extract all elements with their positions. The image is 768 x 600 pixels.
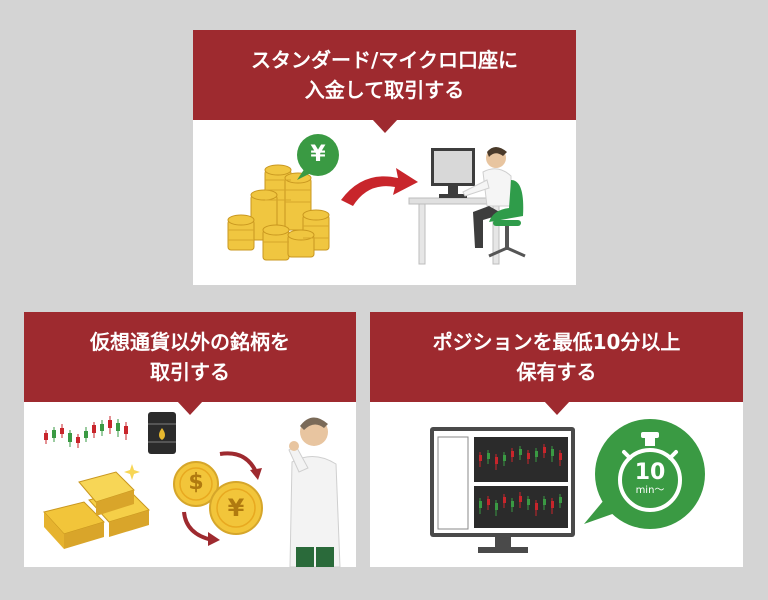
panel-title-line2: 取引する bbox=[150, 360, 230, 384]
gold-bars-icon bbox=[43, 464, 150, 549]
coin-stacks-icon bbox=[227, 164, 330, 261]
panel-header: 仮想通貨以外の銘柄を 取引する bbox=[24, 312, 356, 402]
dollar-coin-label: $ bbox=[188, 470, 204, 495]
panel-hold-position: ポジションを最低10分以上 保有する bbox=[370, 312, 743, 567]
timer-bubble-icon bbox=[584, 419, 705, 529]
yen-badge-icon bbox=[297, 134, 339, 180]
office-worker-icon bbox=[462, 147, 526, 258]
candlestick-mini-icon bbox=[44, 416, 128, 448]
yen-coin-label: ¥ bbox=[227, 494, 245, 522]
assets-illustration bbox=[43, 412, 341, 568]
panel-title-line2: 入金して取引する bbox=[304, 78, 465, 102]
panel-title-line1: 仮想通貨以外の銘柄を bbox=[90, 330, 290, 354]
currency-exchange-icon bbox=[173, 451, 263, 546]
panel-title-line2: 保有する bbox=[516, 360, 597, 384]
thinking-man-icon bbox=[288, 417, 341, 568]
panel-title-line1: ポジションを最低10分以上 bbox=[432, 330, 681, 354]
arrow-right-icon bbox=[341, 168, 418, 206]
yen-badge-label: ¥ bbox=[310, 142, 326, 167]
timer-unit: min〜 bbox=[635, 485, 665, 496]
hold-position-illustration bbox=[430, 419, 705, 553]
deposit-illustration bbox=[227, 134, 526, 265]
panel-deposit-and-trade: スタンダード/マイクロ口座に 入金して取引する bbox=[193, 30, 576, 285]
panel-header: スタンダード/マイクロ口座に 入金して取引する bbox=[193, 30, 576, 120]
monitor-chart-icon bbox=[430, 427, 575, 553]
oil-barrel-icon bbox=[148, 412, 176, 454]
panel-non-crypto-assets: 仮想通貨以外の銘柄を 取引する bbox=[24, 312, 356, 568]
panel-title-line1: スタンダード/マイクロ口座に bbox=[251, 48, 518, 72]
panel-header: ポジションを最低10分以上 保有する bbox=[370, 312, 743, 402]
timer-number: 10 bbox=[634, 460, 666, 485]
desk-computer-icon bbox=[408, 148, 520, 265]
